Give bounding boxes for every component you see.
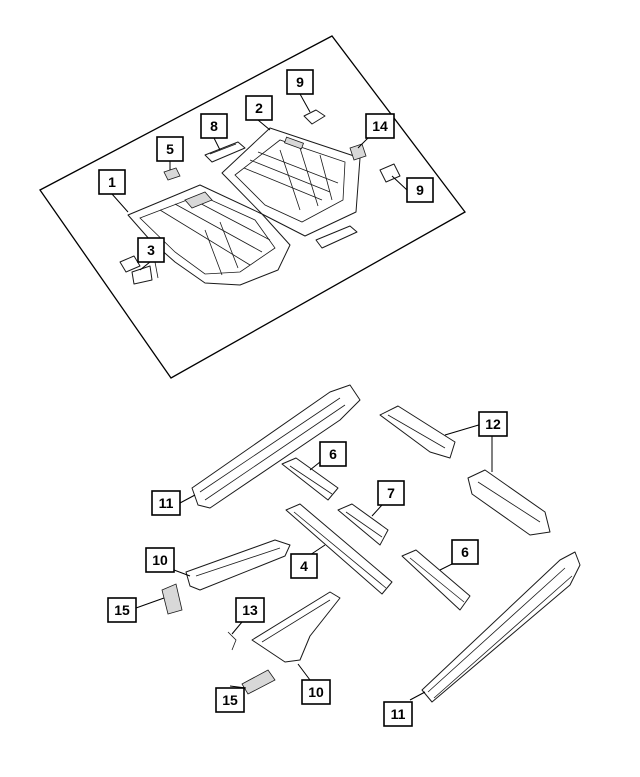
part-10-upper-bracket bbox=[185, 539, 291, 591]
callout-12: 12 bbox=[444, 411, 508, 472]
callout-label: 6 bbox=[461, 544, 469, 560]
part-15-lower-plate bbox=[241, 669, 276, 695]
callout-label: 11 bbox=[391, 706, 406, 722]
callout-9-upper: 9 bbox=[286, 69, 314, 113]
callout-label: 7 bbox=[387, 485, 395, 501]
callout-11-upper: 11 bbox=[151, 490, 196, 516]
callout-6-lower: 6 bbox=[439, 539, 479, 571]
callout-label: 14 bbox=[372, 118, 388, 134]
callout-label: 1 bbox=[108, 174, 116, 190]
callout-label: 9 bbox=[416, 182, 424, 198]
part-6-lower-crossmember bbox=[401, 549, 471, 611]
callout-10-upper: 10 bbox=[145, 547, 191, 577]
part-15-upper-plate bbox=[161, 583, 183, 615]
callout-label: 3 bbox=[147, 242, 155, 258]
callout-8: 8 bbox=[200, 113, 228, 151]
callout-label: 10 bbox=[308, 684, 324, 700]
callout-label: 15 bbox=[114, 602, 130, 618]
callout-label: 8 bbox=[210, 118, 218, 134]
part-10-lower-bracket bbox=[251, 591, 341, 663]
part-4-member bbox=[285, 503, 393, 595]
part-9-upper-bracket bbox=[303, 109, 326, 125]
callout-10-lower: 10 bbox=[297, 663, 331, 705]
callout-15-lower: 15 bbox=[215, 685, 247, 713]
callout-3: 3 bbox=[137, 237, 165, 271]
callout-label: 9 bbox=[296, 74, 304, 90]
callout-5: 5 bbox=[156, 136, 184, 170]
part-6-upper-crossmember bbox=[281, 457, 339, 501]
part-11-upper-sill bbox=[191, 384, 361, 509]
callout-15-upper: 15 bbox=[107, 597, 165, 623]
callout-label: 2 bbox=[255, 100, 263, 116]
part-3-brackets bbox=[119, 255, 159, 285]
part-13-clip bbox=[227, 631, 237, 651]
callout-6-upper: 6 bbox=[309, 441, 347, 471]
part-12-lower-rail bbox=[467, 469, 551, 536]
part-12-upper-rail bbox=[379, 405, 456, 459]
callout-label: 6 bbox=[329, 446, 337, 462]
part-9-right-bracket bbox=[379, 163, 401, 183]
callout-label: 15 bbox=[222, 692, 238, 708]
callout-13: 13 bbox=[231, 597, 265, 635]
part-11-lower-sill bbox=[421, 551, 581, 703]
callout-2: 2 bbox=[245, 95, 273, 131]
part-7-crossmember bbox=[337, 503, 389, 546]
callout-9-right: 9 bbox=[391, 175, 434, 203]
callout-7: 7 bbox=[371, 480, 405, 517]
part-14-bracket bbox=[349, 143, 367, 161]
floor-pan-group-frame bbox=[39, 35, 466, 379]
callout-label: 13 bbox=[242, 602, 258, 618]
callout-1: 1 bbox=[98, 169, 129, 213]
callout-label: 12 bbox=[485, 416, 501, 432]
callout-label: 4 bbox=[300, 558, 308, 574]
part-5-bracket bbox=[163, 167, 181, 181]
callout-label: 10 bbox=[152, 552, 168, 568]
part-8-plate bbox=[204, 141, 246, 163]
callout-label: 5 bbox=[166, 141, 174, 157]
floor-plate bbox=[315, 225, 358, 249]
callout-14: 14 bbox=[357, 113, 395, 149]
callout-label: 11 bbox=[159, 495, 174, 511]
callout-4: 4 bbox=[290, 544, 326, 579]
callout-11-lower: 11 bbox=[383, 691, 426, 727]
